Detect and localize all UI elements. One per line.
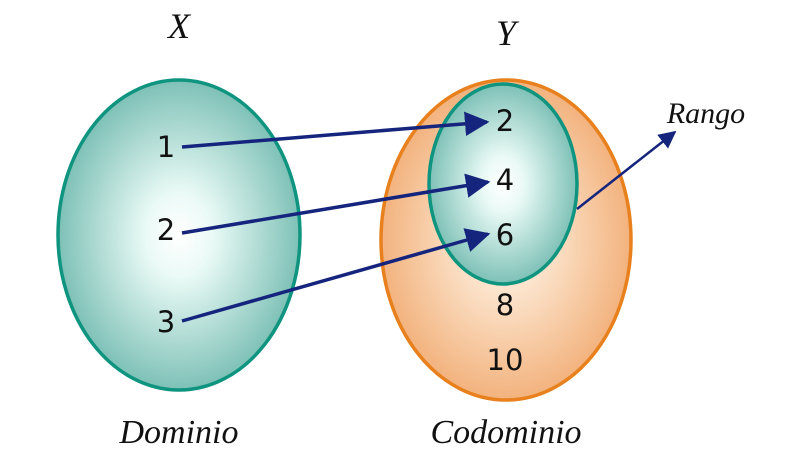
mapping-arrow-2-to-4 xyxy=(181,173,491,235)
domain-set-ellipse xyxy=(56,78,302,392)
range-element: 6 xyxy=(496,218,514,252)
mapping-arrow-3-to-6 xyxy=(181,228,491,323)
range-element: 2 xyxy=(496,104,514,138)
codomain-caption: Codominio xyxy=(430,414,581,451)
domain-element: 1 xyxy=(157,130,175,164)
range-element: 4 xyxy=(496,163,514,197)
range-pointer-arrow xyxy=(576,130,677,210)
codomain-set-name: Y xyxy=(496,13,520,53)
domain-element: 2 xyxy=(157,213,175,247)
mapping-arrow-1-to-2 xyxy=(181,111,490,149)
range-label: Rango xyxy=(666,97,745,130)
domain-element: 3 xyxy=(157,305,175,339)
codomain-element: 8 xyxy=(496,288,514,322)
domain-set-name: X xyxy=(166,6,192,46)
codomain-element: 10 xyxy=(487,343,524,377)
domain-caption: Dominio xyxy=(119,414,239,451)
